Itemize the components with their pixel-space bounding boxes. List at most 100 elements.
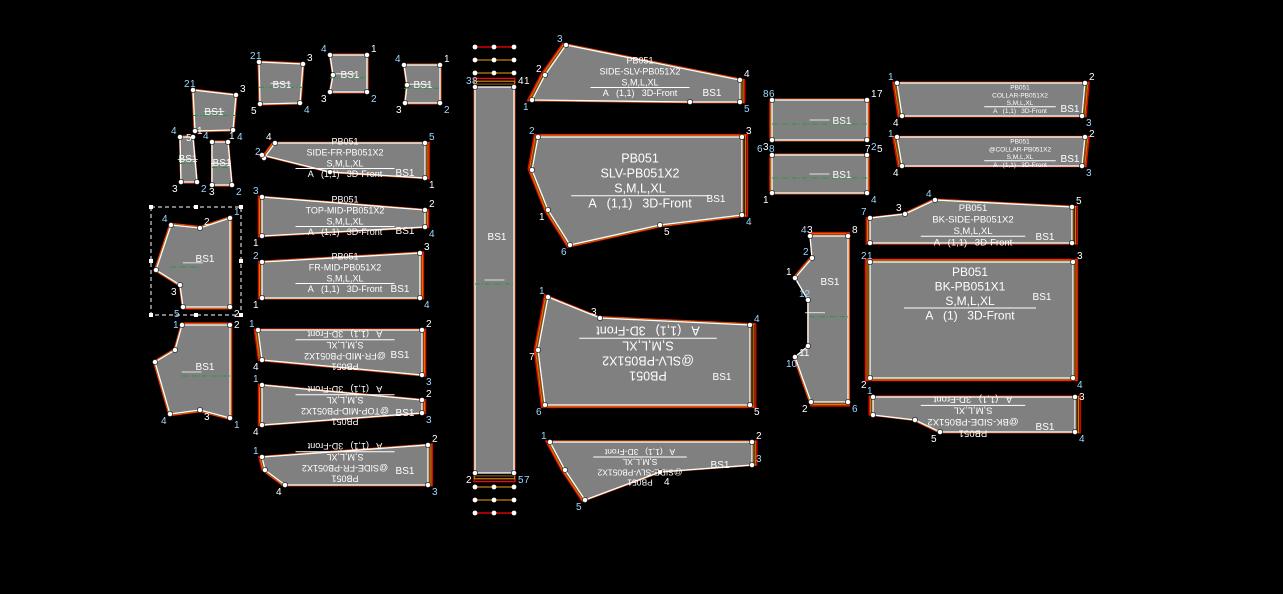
control-point[interactable] (259, 194, 265, 200)
control-point[interactable] (259, 382, 265, 388)
control-point[interactable] (491, 70, 497, 76)
pattern-piece-cuff-b[interactable] (769, 152, 870, 196)
control-point[interactable] (422, 140, 428, 146)
control-point[interactable] (168, 222, 174, 228)
pattern-piece-collar-mirror[interactable] (892, 134, 1090, 169)
control-point[interactable] (1079, 113, 1085, 119)
control-point[interactable] (809, 255, 815, 261)
control-point[interactable] (259, 295, 265, 301)
control-point[interactable] (404, 82, 410, 88)
control-point[interactable] (255, 327, 261, 333)
control-point[interactable] (1070, 375, 1076, 381)
control-point[interactable] (747, 402, 753, 408)
pattern-piece-small-b[interactable] (256, 59, 306, 107)
pattern-piece-yoke-fr[interactable] (153, 215, 233, 310)
control-point[interactable] (864, 97, 870, 103)
pattern-piece-bk[interactable] (864, 258, 1079, 382)
control-point[interactable] (491, 57, 497, 63)
control-point[interactable] (419, 372, 425, 378)
control-point[interactable] (902, 211, 908, 217)
control-point[interactable] (657, 469, 663, 475)
control-point[interactable] (511, 44, 517, 50)
control-point[interactable] (177, 282, 183, 288)
control-point[interactable] (327, 89, 333, 95)
control-point[interactable] (864, 190, 870, 196)
control-point[interactable] (259, 152, 265, 158)
control-point[interactable] (152, 359, 158, 365)
control-point[interactable] (511, 497, 517, 503)
control-point[interactable] (894, 80, 900, 86)
control-point[interactable] (1069, 204, 1075, 210)
pattern-piece-slv-mirror[interactable] (533, 293, 757, 409)
control-point[interactable] (937, 429, 943, 435)
control-point[interactable] (259, 357, 265, 363)
control-point[interactable] (529, 167, 535, 173)
pattern-piece-small-d[interactable] (401, 62, 443, 106)
control-point[interactable] (567, 242, 573, 248)
control-point[interactable] (227, 415, 233, 421)
control-point[interactable] (229, 182, 235, 188)
control-point[interactable] (491, 484, 497, 490)
control-point[interactable] (230, 127, 236, 133)
control-point[interactable] (491, 510, 497, 516)
control-point[interactable] (227, 215, 233, 221)
control-point[interactable] (870, 394, 876, 400)
control-point[interactable] (867, 215, 873, 221)
control-point[interactable] (769, 137, 775, 143)
control-point[interactable] (805, 343, 811, 349)
pattern-piece-yoke-fr-mirror[interactable] (152, 322, 233, 421)
control-point[interactable] (153, 267, 159, 273)
control-point[interactable] (172, 347, 178, 353)
pattern-piece-yoke-bk[interactable] (792, 231, 851, 407)
control-point[interactable] (327, 169, 333, 175)
control-point[interactable] (425, 442, 431, 448)
control-point[interactable] (899, 113, 905, 119)
control-point[interactable] (300, 61, 306, 67)
control-point[interactable] (272, 140, 278, 146)
selection-handle[interactable] (149, 313, 153, 317)
control-point[interactable] (545, 294, 551, 300)
control-point[interactable] (422, 224, 428, 230)
control-point[interactable] (425, 482, 431, 488)
control-point[interactable] (472, 44, 478, 50)
control-point[interactable] (364, 89, 370, 95)
control-point[interactable] (582, 497, 588, 503)
control-point[interactable] (747, 322, 753, 328)
control-point[interactable] (529, 97, 535, 103)
control-point[interactable] (1072, 429, 1078, 435)
control-point[interactable] (769, 190, 775, 196)
control-point[interactable] (419, 410, 425, 416)
control-point[interactable] (769, 97, 775, 103)
control-point[interactable] (472, 510, 478, 516)
control-point[interactable] (209, 139, 215, 145)
control-point[interactable] (364, 52, 370, 58)
pattern-piece-fr-mid-mirror[interactable] (253, 327, 427, 378)
control-point[interactable] (180, 304, 186, 310)
control-point[interactable] (422, 175, 428, 181)
pattern-piece-bk-side[interactable] (865, 197, 1078, 246)
control-point[interactable] (511, 470, 517, 476)
control-point[interactable] (657, 222, 663, 228)
pattern-piece-placket-strip[interactable] (472, 77, 517, 483)
control-point[interactable] (545, 207, 551, 213)
control-point[interactable] (417, 250, 423, 256)
control-point[interactable] (511, 510, 517, 516)
control-point[interactable] (1072, 394, 1078, 400)
control-point[interactable] (547, 439, 553, 445)
control-point[interactable] (894, 134, 900, 140)
control-point[interactable] (209, 182, 215, 188)
control-point[interactable] (257, 101, 263, 107)
control-point[interactable] (262, 467, 268, 473)
control-point[interactable] (177, 134, 183, 140)
control-point[interactable] (1070, 259, 1076, 265)
control-point[interactable] (472, 470, 478, 476)
control-point[interactable] (870, 412, 876, 418)
control-point[interactable] (225, 139, 231, 145)
selection-handle[interactable] (194, 205, 198, 209)
selection-handle[interactable] (239, 313, 243, 317)
control-point[interactable] (178, 179, 184, 185)
control-point[interactable] (233, 92, 239, 98)
control-point[interactable] (867, 259, 873, 265)
control-point[interactable] (511, 70, 517, 76)
